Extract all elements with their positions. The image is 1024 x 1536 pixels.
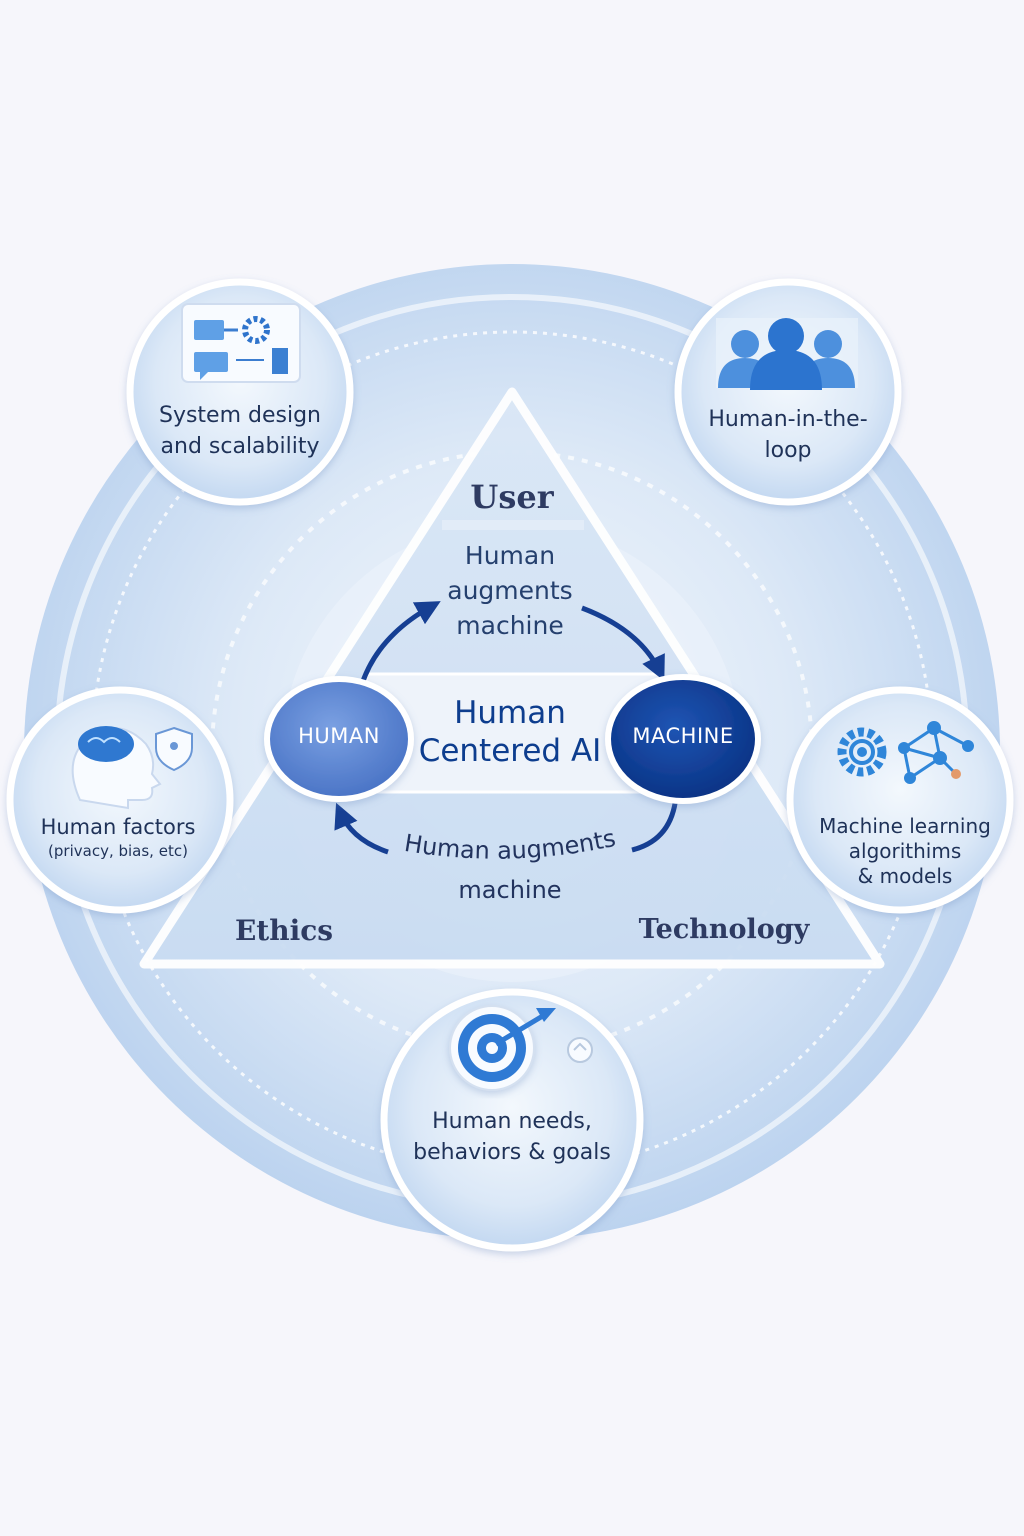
arrow-top-left — [359, 601, 441, 685]
corner-label-technology: Technology — [638, 914, 810, 945]
target-arrow-icon — [449, 1005, 593, 1091]
user-label: User — [470, 478, 554, 516]
center-label: Human Centered AI — [418, 695, 602, 769]
flowchart-gear-icon — [181, 303, 301, 383]
user-label-band — [442, 520, 584, 530]
machine-node — [605, 674, 761, 804]
corner-label-ethics: Ethics — [234, 914, 334, 947]
satellite-label-system-design: System design and scalability — [158, 403, 321, 459]
satellite-label-human-needs: Human needs, behaviors & goals — [413, 1109, 611, 1165]
satellite-label-human-factors: Human factors (privacy, bias, etc) — [40, 815, 196, 860]
human-node — [264, 676, 414, 802]
gear-network-icon — [837, 721, 974, 784]
satellite-human-in-loop — [674, 278, 902, 506]
machine-node-label: MACHINE — [632, 724, 734, 748]
arrow-bottom-left — [334, 802, 389, 855]
arrow-top-right — [581, 605, 665, 682]
arrow-bottom-right — [631, 795, 679, 853]
human-node-label: HUMAN — [298, 724, 380, 748]
arrow-top-label: Human augments machine — [447, 541, 573, 640]
people-group-icon — [716, 318, 858, 390]
brain-head-shield-icon — [71, 726, 193, 810]
satellite-label-machine-learning: Machine learning algorithims & models — [819, 814, 991, 888]
satellite-label-human-in-loop: Human-in-the- loop — [708, 407, 868, 463]
arrow-bottom-label-line2: machine — [458, 876, 562, 904]
